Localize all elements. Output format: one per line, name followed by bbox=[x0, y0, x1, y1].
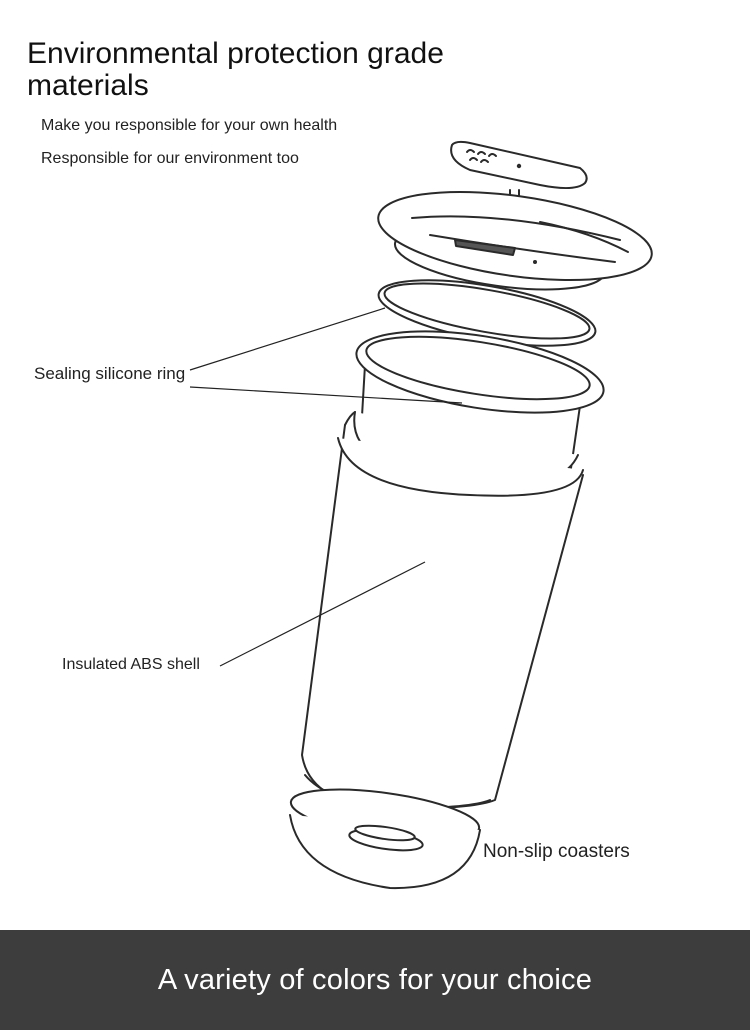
outer-shell bbox=[301, 411, 584, 810]
exploded-cup-diagram bbox=[189, 140, 653, 890]
cup-lid bbox=[377, 190, 653, 291]
silicone-ring bbox=[377, 279, 597, 347]
callout-sealing-ring: Sealing silicone ring bbox=[34, 364, 186, 383]
page-title: Environmental protection grade materials bbox=[27, 37, 444, 102]
coaster bbox=[289, 788, 481, 890]
leader-line-shell bbox=[219, 561, 426, 667]
callout-shell: Insulated ABS shell bbox=[62, 656, 200, 673]
leader-line-ring-1 bbox=[189, 307, 386, 371]
leader-line-ring-2 bbox=[189, 386, 463, 404]
callout-coasters: Non-slip coasters bbox=[483, 841, 630, 862]
footer-text: A variety of colors for your choice bbox=[157, 963, 593, 996]
subtitle-health: Make you responsible for your own health bbox=[41, 117, 338, 134]
subtitle-environment: Responsible for our environment too bbox=[41, 150, 299, 167]
footer-banner: A variety of colors for your choice bbox=[0, 930, 750, 1030]
